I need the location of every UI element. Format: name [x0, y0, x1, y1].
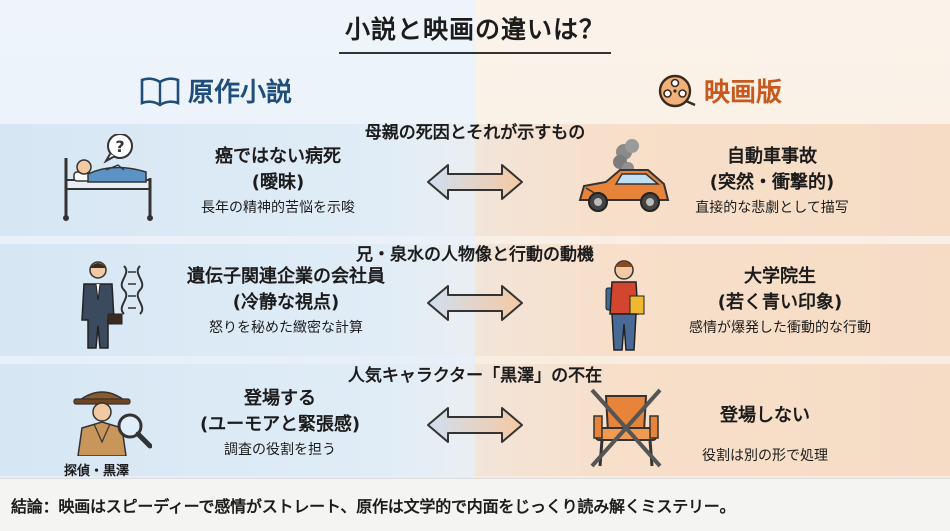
novel-cause-sub: (曖昧): [251, 172, 305, 193]
student-icon: [605, 260, 645, 351]
page-title: 小説と映画の違いは？: [0, 10, 950, 54]
column-header-novel: 原作小説: [140, 72, 292, 109]
film-kurosawa-note-block: 役割は別の形で処理: [672, 444, 858, 466]
novel-kurosawa-note: 調査の役割を担う: [224, 442, 336, 458]
book-icon: [140, 76, 180, 107]
compare-arrow-3: [427, 407, 523, 443]
novel-brother-block: 遺伝子関連企業の会社員 (冷静な視点) 怒りを秘めた緻密な計算: [158, 264, 414, 338]
film-cause-main: 自動車事故: [727, 146, 817, 167]
conclusion-bar: 結論：映画はスピーディーで感情がストレート、原作は文学的で内面をじっくり読み解く…: [0, 478, 950, 531]
novel-brother-sub: (冷静な視点): [232, 292, 340, 313]
sick-bed-icon: ?: [63, 134, 153, 221]
film-brother-sub: (若く青い印象): [717, 292, 843, 313]
section-heading-1: 母親の死因とそれが示すもの: [364, 123, 586, 143]
detective-label: 探偵・黒澤: [64, 464, 130, 479]
section-band-3: [0, 364, 950, 476]
novel-brother-main: 遺伝子関連企業の会社員: [187, 266, 385, 287]
novel-brother-note: 怒りを秘めた緻密な計算: [209, 320, 363, 336]
section-heading-3: 人気キャラクター「黒澤」の不在: [347, 366, 603, 386]
car-crash-icon: [578, 139, 670, 212]
novel-kurosawa-sub: (ユーモアと緊張感): [199, 414, 361, 435]
film-kurosawa-main: 登場しない: [720, 405, 810, 426]
film-brother-main: 大学院生: [744, 266, 816, 287]
novel-cause-note: 長年の精神的苦悩を示唆: [201, 200, 355, 216]
film-brother-note: 感情が爆発した衝動的な行動: [689, 320, 871, 336]
novel-cause-block: 癌ではない病死 (曖昧) 長年の精神的苦悩を示唆: [158, 144, 398, 218]
compare-arrow-1: [427, 164, 523, 200]
film-brother-block: 大学院生 (若く青い印象) 感情が爆発した衝動的な行動: [670, 264, 890, 338]
film-reel-icon: [658, 74, 696, 107]
novel-kurosawa-block: 登場する (ユーモアと緊張感) 調査の役割を担う: [160, 386, 400, 460]
novel-kurosawa-main: 登場する: [244, 388, 316, 409]
section-band-2: [0, 244, 950, 356]
film-cause-note: 直接的な悲劇として描写: [695, 200, 849, 216]
conclusion-text: 結論：映画はスピーディーで感情がストレート、原作は文学的で内面をじっくり読み解く…: [11, 497, 736, 516]
film-kurosawa-note: 役割は別の形で処理: [702, 448, 828, 464]
column-header-film: 映画版: [658, 72, 782, 109]
svg-text:?: ?: [115, 137, 124, 156]
compare-arrow-2: [427, 285, 523, 321]
film-kurosawa-block: 登場しない: [690, 403, 840, 429]
detective-icon: [73, 391, 152, 456]
novel-cause-main: 癌ではない病死: [215, 146, 341, 167]
section-heading-2: 兄・泉水の人物像と行動の動機: [356, 245, 594, 265]
film-cause-block: 自動車事故 (突然・衝撃的) 直接的な悲劇として描写: [672, 144, 872, 218]
film-cause-sub: (突然・衝撃的): [709, 172, 835, 193]
empty-chair-crossed-icon: [590, 388, 662, 468]
businessman-dna-icon: [81, 261, 144, 349]
